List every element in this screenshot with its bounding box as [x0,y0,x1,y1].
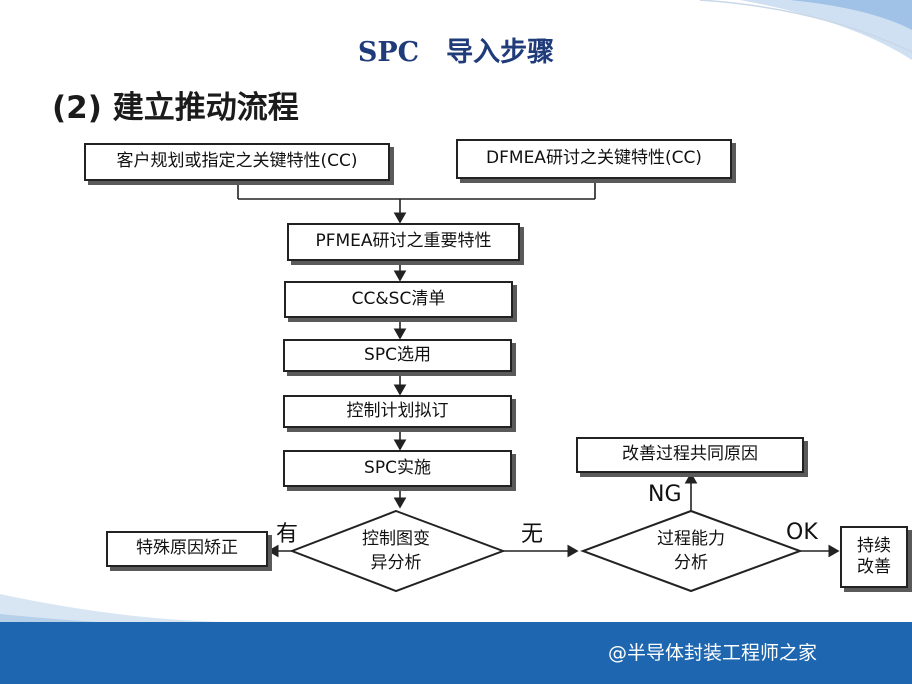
customer-cc-box: 客户规划或指定之关键特性(CC) [84,143,390,181]
spc-select-label: SPC选用 [364,344,431,365]
control-plan-box: 控制计划拟订 [283,395,512,428]
spc-select-box: SPC选用 [283,339,512,372]
cc-sc-list-box: CC&SC清单 [284,281,513,318]
yes-label: 有 [276,522,299,547]
ng-label: NG [648,482,682,507]
pfmea-label: PFMEA研讨之重要特性 [315,231,492,252]
common-cause-box: 改善过程共同原因 [576,437,804,473]
dfmea-cc-label: DFMEA研讨之关键特性(CC) [486,148,702,169]
section-subtitle: (2) 建立推动流程 [52,90,299,126]
sustain-line1: 持续 [857,535,891,556]
sustain-line2: 改善 [857,557,891,577]
watermark-text: @半导体封装工程师之家 [608,642,818,664]
spc-implement-label: SPC实施 [364,457,431,478]
spc-implement-box: SPC实施 [283,450,512,487]
capability-line2: 分析 [674,552,708,573]
control-chart-line1: 控制图变 [362,529,430,549]
slide-title: SPC 导入步骤 [357,37,555,68]
control-plan-label: 控制计划拟订 [346,400,449,421]
common-cause-label: 改善过程共同原因 [622,444,758,465]
pfmea-box: PFMEA研讨之重要特性 [287,223,520,261]
capability-diamond-text: 过程能力 分析 [631,528,751,576]
no-label: 无 [521,522,544,547]
control-chart-line2: 异分析 [370,552,422,573]
capability-line1: 过程能力 [657,529,725,549]
sustain-improve-box: 持续 改善 [840,526,908,588]
footer-bar [0,622,912,684]
special-cause-box: 特殊原因矫正 [106,531,268,567]
customer-cc-label: 客户规划或指定之关键特性(CC) [116,151,358,172]
cc-sc-list-label: CC&SC清单 [351,288,446,309]
control-chart-diamond-text: 控制图变 异分析 [336,528,456,576]
dfmea-cc-box: DFMEA研讨之关键特性(CC) [456,139,732,179]
ok-label: OK [786,520,818,545]
special-cause-label: 特殊原因矫正 [136,538,238,559]
